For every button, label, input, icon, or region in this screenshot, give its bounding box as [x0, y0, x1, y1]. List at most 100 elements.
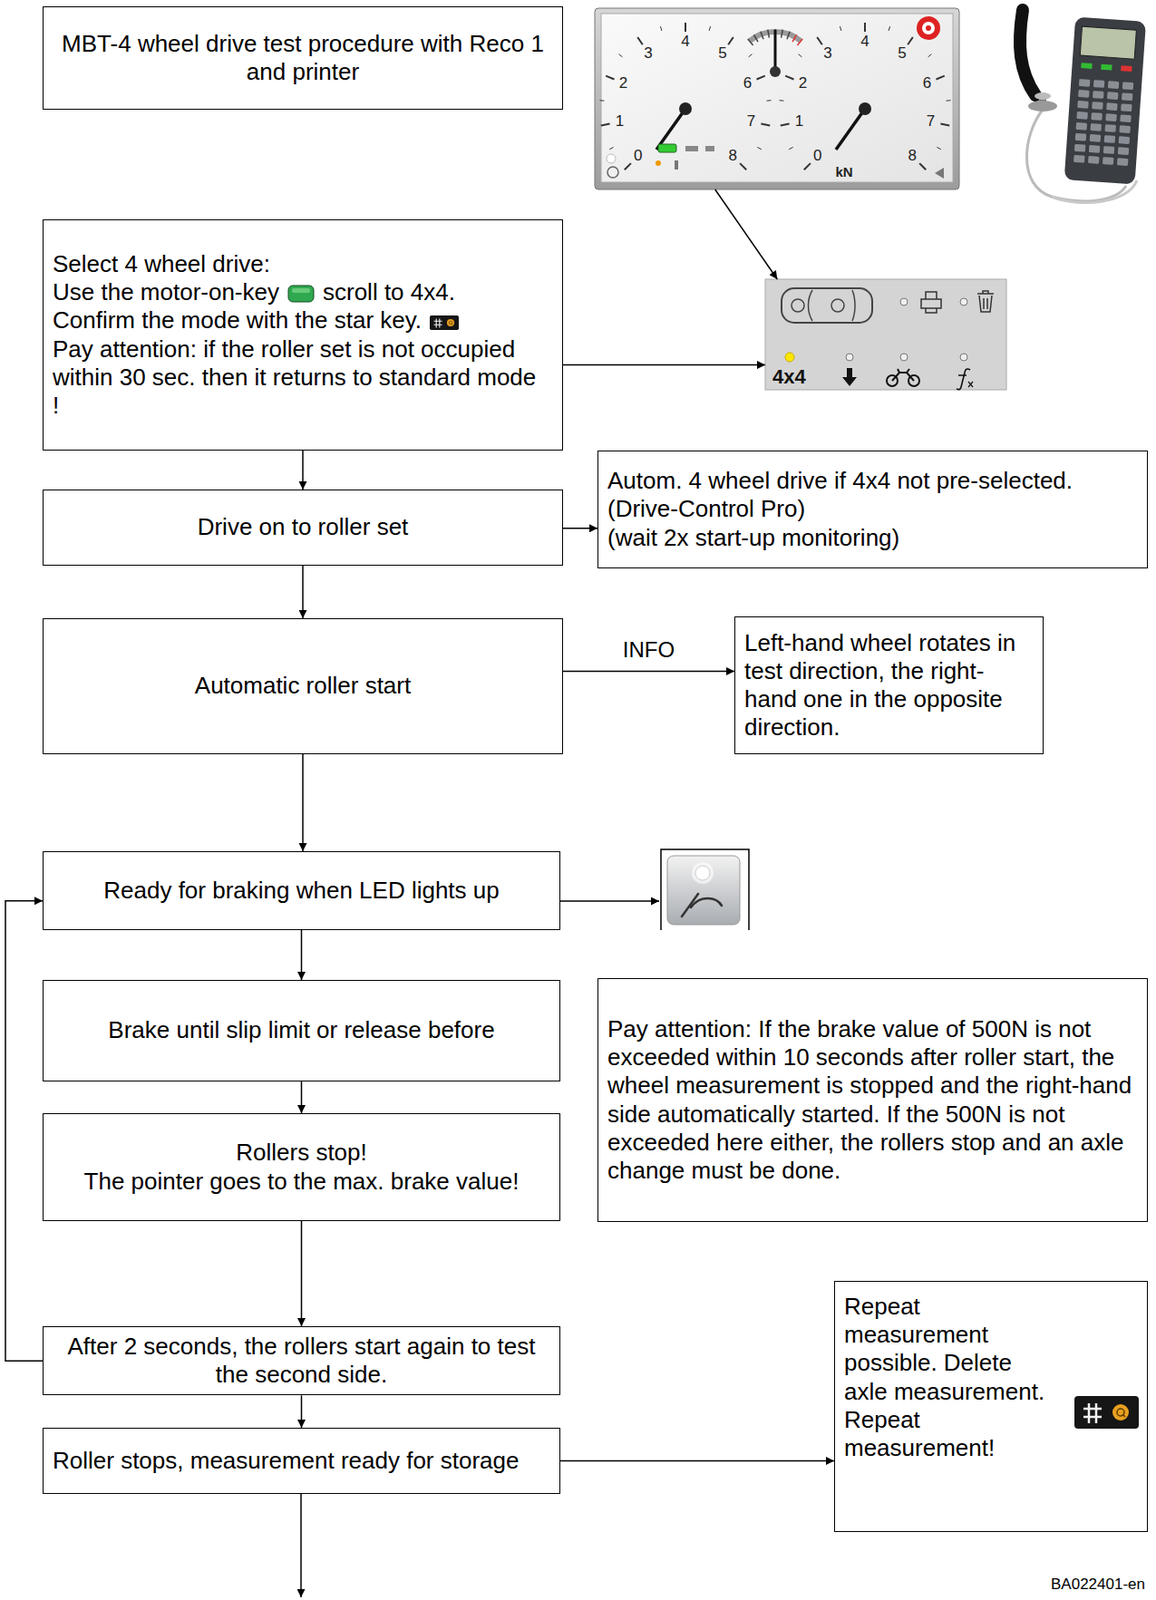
led [900, 353, 908, 361]
box-text: (wait 2x start-up monitoring) [607, 524, 1138, 553]
motorcycle-icon [892, 369, 914, 381]
key-body [1074, 1396, 1139, 1429]
dial-tick [748, 38, 754, 46]
flow-arrow [563, 364, 766, 367]
power-symbol [607, 166, 619, 178]
dial-tick [780, 124, 790, 127]
flow-arrow [300, 1494, 302, 1598]
motor-on-key-icon [287, 284, 315, 303]
dial-number: 8 [903, 146, 922, 166]
gauge-panel [594, 8, 960, 190]
active-led [785, 352, 795, 362]
dial-tick [637, 37, 643, 45]
dial-tick [600, 99, 605, 102]
dial-number: 6 [738, 74, 757, 93]
dial-tick [739, 163, 747, 170]
unit-label: kN [828, 164, 860, 181]
hash-symbol [434, 319, 443, 329]
box-text: Rollers stop! [235, 1138, 368, 1167]
warning-led [655, 160, 661, 166]
box-text: Autom. 4 wheel drive if 4x4 not pre-sele… [607, 466, 1138, 496]
dial-number: 7 [922, 112, 941, 131]
dial-tick [816, 37, 823, 45]
process-box: Brake until slip limit or release before [42, 980, 561, 1082]
dial-tick [936, 146, 941, 149]
dial-number: 8 [723, 146, 742, 166]
panel-ground [765, 279, 1007, 390]
handset-key [1105, 113, 1118, 122]
dial-number: 0 [808, 146, 827, 166]
dial-tick [785, 76, 794, 80]
key-led [1117, 1408, 1125, 1417]
handset-key [1092, 90, 1105, 99]
dial-tick [660, 26, 662, 31]
handset-key [1078, 78, 1091, 88]
down-arrow-icon [842, 368, 857, 387]
warning-text: Pay attention: if the roller set is not … [52, 335, 543, 421]
dial-tick [757, 76, 766, 80]
handset-key [1088, 145, 1101, 154]
handset-key [1074, 144, 1087, 153]
flow-arrow [301, 754, 304, 852]
dial-tick [888, 26, 891, 31]
flow-arrow [560, 1460, 835, 1463]
remote-control [1020, 9, 1147, 203]
handset [1064, 17, 1147, 185]
logo [916, 16, 941, 40]
dial-tick [798, 54, 803, 58]
key-body [288, 285, 314, 302]
handset-key [1076, 111, 1088, 120]
dial-tick [946, 99, 952, 102]
dial-tick [728, 37, 734, 45]
star-key-icon [429, 314, 459, 331]
handset-key [1075, 133, 1088, 142]
key-led [1122, 1414, 1126, 1418]
dial-tick [928, 54, 933, 58]
small-dial-pointer [774, 29, 778, 72]
led-glow [691, 862, 714, 884]
dial-number: 3 [818, 44, 837, 63]
box-text: Left-hand wheel rotates in test directio… [744, 629, 1034, 743]
dial-tick [936, 76, 945, 80]
warning-box: Pay attention: If the brake value of 500… [597, 978, 1148, 1223]
handset-key [1104, 135, 1117, 144]
step-heading: Select 4 wheel drive: [52, 250, 271, 278]
led-icon [660, 849, 749, 931]
step-text: Use the motor-on-key [52, 278, 280, 306]
handset-key [1104, 124, 1117, 133]
key-led [451, 323, 453, 325]
box-text: After 2 seconds, the rollers start again… [52, 1332, 551, 1390]
process-box: Roller stops, measurement ready for stor… [42, 1428, 561, 1495]
dial-tick [779, 99, 785, 102]
dial-tick [767, 29, 770, 39]
process-box: Rollers stop!The pointer goes to the max… [42, 1113, 561, 1222]
dial-tick [796, 38, 803, 46]
handset-key [1121, 92, 1134, 101]
flow-arrow [301, 565, 304, 619]
dial-tick [839, 26, 842, 31]
process-box: Drive on to roller set [42, 489, 564, 566]
dial-tick [624, 163, 632, 170]
handset-key [1120, 103, 1133, 112]
process-box: After 2 seconds, the rollers start again… [42, 1326, 561, 1396]
dial-tick [760, 124, 770, 127]
handset-key [1090, 123, 1103, 132]
led [960, 353, 968, 361]
text-line: Confirm the mode with the star key. [52, 306, 554, 335]
note-box: Repeat measurement possible. Delete axle… [834, 1281, 1148, 1533]
box-text: Ready for braking when LED lights up [103, 876, 499, 905]
key-shine [291, 288, 311, 293]
edge-label: INFO [620, 637, 678, 663]
flow-arrow [301, 1081, 303, 1114]
text-line: Select 4 wheel drive: [52, 250, 554, 279]
box-text: Automatic roller start [194, 671, 411, 700]
flow-arrow [301, 1395, 303, 1428]
dial-tick [864, 22, 866, 32]
info-box: Left-hand wheel rotates in test directio… [734, 616, 1044, 755]
handset-key [1107, 91, 1119, 100]
led [695, 865, 710, 881]
wheel-icon [831, 299, 845, 312]
dial-tick [709, 26, 711, 31]
handset-key [1118, 125, 1131, 134]
icon-key [667, 855, 740, 925]
